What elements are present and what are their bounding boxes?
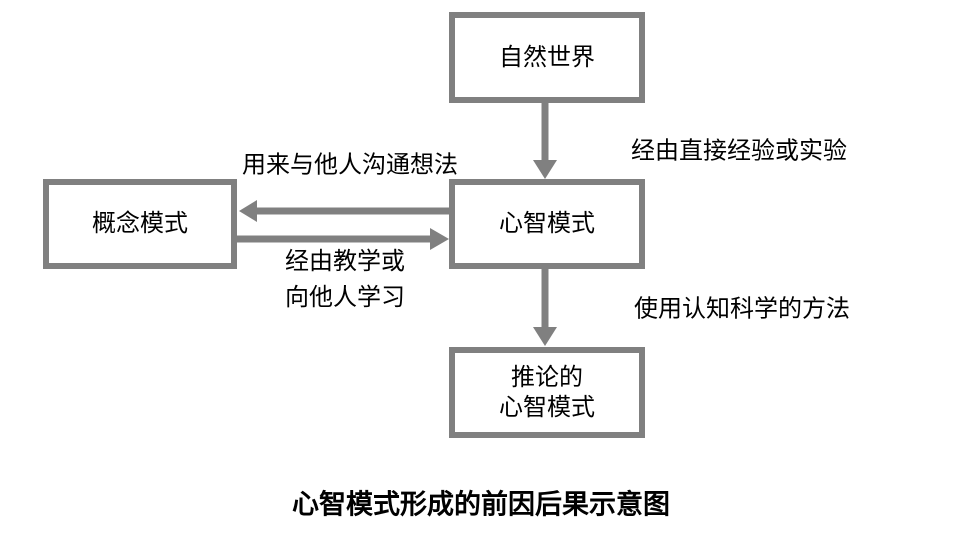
- arrow-mental-to-conceptual: [239, 200, 449, 222]
- node-conceptual-model-label: 概念模式: [92, 210, 188, 237]
- node-conceptual-model: 概念模式: [43, 179, 237, 269]
- arrow-natural-to-mental: [533, 101, 557, 179]
- edge-label-cognitive-science: 使用认知科学的方法: [634, 295, 850, 323]
- arrow-mental-to-inferred: [533, 267, 557, 346]
- diagram-caption: 心智模式形成的前因后果示意图: [292, 489, 670, 520]
- arrow-natural-to-mental-head: [533, 160, 557, 179]
- node-natural-world: 自然世界: [449, 12, 645, 103]
- arrow-mental-to-conceptual-head: [239, 200, 257, 222]
- node-inferred-mental-model: 推论的 心智模式: [449, 347, 645, 438]
- node-mental-model-label: 心智模式: [499, 210, 595, 237]
- edge-label-direct-experience: 经由直接经验或实验: [631, 137, 847, 165]
- edge-label-teaching-learning: 经由教学或 向他人学习: [285, 248, 405, 311]
- arrow-mental-to-inferred-head: [533, 327, 557, 346]
- node-mental-model: 心智模式: [449, 179, 645, 269]
- arrow-conceptual-to-mental-head: [430, 228, 449, 250]
- node-natural-world-label: 自然世界: [499, 43, 595, 71]
- node-inferred-mental-model-label: 推论的 心智模式: [499, 363, 595, 421]
- edge-label-communicate-ideas: 用来与他人沟通想法: [242, 151, 458, 179]
